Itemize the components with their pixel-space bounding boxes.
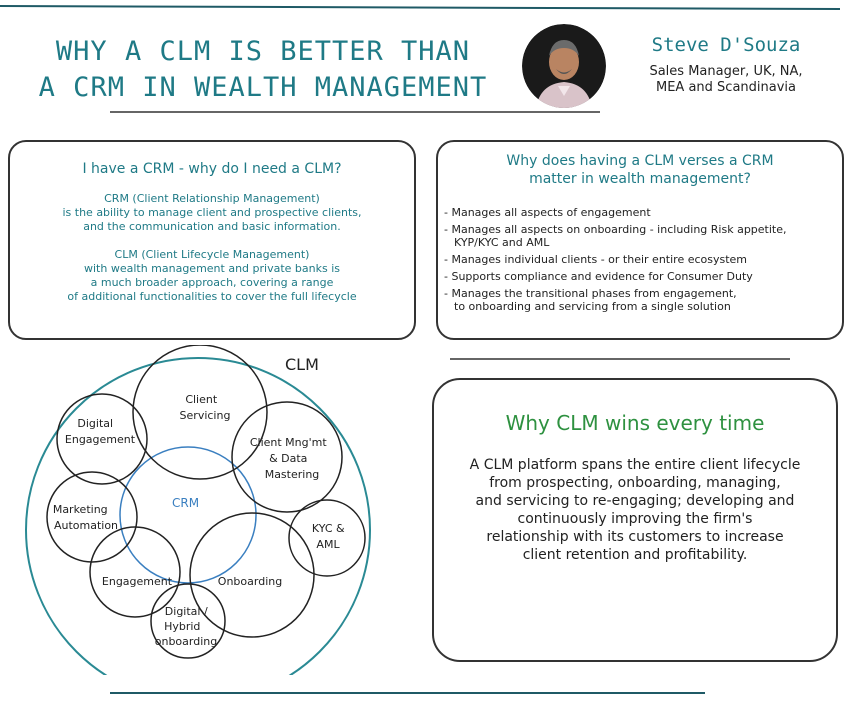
- bottom-rule: [110, 692, 705, 694]
- digital-engagement-circle: [56, 393, 148, 485]
- page-title-line1: WHY A CLM IS BETTER THAN: [55, 36, 471, 67]
- clm-definition: CLM (Client Lifecycle Management) with w…: [20, 248, 404, 304]
- crm-line: and the communication and basic informat…: [83, 220, 341, 233]
- engagement-label: Engagement: [102, 575, 173, 588]
- page-title-line2: A CRM IN WEALTH MANAGEMENT: [38, 72, 488, 103]
- clm-wins-line: from prospecting, onboarding, managing,: [489, 475, 781, 491]
- author-avatar: [522, 24, 606, 108]
- list-item: - Manages all aspects of engagement: [444, 206, 651, 219]
- client-mngmt-circle: [231, 401, 343, 513]
- list-item: - Manages all aspects on onboarding - in…: [444, 223, 787, 236]
- clm-outer-label: CLM: [285, 355, 319, 374]
- crm-circle: [119, 446, 257, 584]
- why-matters-heading-line2: matter in wealth management?: [529, 171, 751, 187]
- clm-wins-box: Why CLM wins every time A CLM platform s…: [432, 378, 838, 662]
- clm-wins-line: A CLM platform spans the entire client l…: [469, 457, 801, 473]
- list-item: - Manages the transitional phases from e…: [444, 287, 737, 300]
- client-mngmt-label: Client Mng'mt & Data Mastering: [250, 436, 330, 481]
- kyc-aml-circle: [288, 499, 366, 577]
- clm-line: a much broader approach, covering a rang…: [90, 276, 334, 289]
- marketing-automation-label: Marketing Automation: [53, 503, 118, 532]
- client-servicing-circle: [132, 345, 268, 480]
- crm-line: is the ability to manage client and pros…: [62, 206, 362, 219]
- clm-outer-circle: [25, 357, 371, 675]
- mid-right-rule: [450, 358, 790, 360]
- author-role: Sales Manager, UK, NA, MEA and Scandinav…: [610, 64, 842, 96]
- why-matters-list: - Manages all aspects of engagement - Ma…: [444, 206, 842, 313]
- why-matters-heading: Why does having a CLM verses a CRM matte…: [438, 152, 842, 188]
- client-servicing-label: Client Servicing: [180, 393, 231, 422]
- list-item: KYP/KYC and AML: [454, 236, 550, 249]
- why-matters-box: Why does having a CLM verses a CRM matte…: [436, 140, 844, 340]
- clm-wins-heading: Why CLM wins every time: [505, 411, 765, 435]
- title-underline: [110, 111, 600, 113]
- author-role-line1: Sales Manager, UK, NA,: [649, 64, 803, 79]
- author-role-line2: MEA and Scandinavia: [656, 80, 796, 95]
- crm-line: CRM (Client Relationship Management): [104, 192, 320, 205]
- clm-wins-line: relationship with its customers to incre…: [486, 529, 784, 545]
- clm-line: CLM (Client Lifecycle Management): [114, 248, 310, 261]
- marketing-automation-circle: [46, 471, 138, 563]
- onboarding-circle: [189, 512, 315, 638]
- kyc-aml-label: KYC & AML: [312, 522, 348, 551]
- crm-vs-clm-box: I have a CRM - why do I need a CLM? CRM …: [8, 140, 416, 340]
- clm-line: of additional functionalities to cover t…: [67, 290, 357, 303]
- list-item: to onboarding and servicing from a singl…: [454, 300, 731, 313]
- digital-hybrid-circle: [150, 583, 226, 659]
- why-matters-heading-line1: Why does having a CLM verses a CRM: [506, 153, 774, 169]
- crm-definition: CRM (Client Relationship Management) is …: [20, 192, 404, 234]
- list-item: - Supports compliance and evidence for C…: [444, 270, 753, 283]
- page-title: WHY A CLM IS BETTER THAN A CRM IN WEALTH…: [8, 34, 518, 106]
- clm-line: with wealth management and private banks…: [83, 262, 341, 275]
- top-rule: [0, 5, 841, 10]
- digital-engagement-label: Digital Engagement: [65, 417, 136, 446]
- clm-wins-line: client retention and profitability.: [522, 547, 748, 563]
- digital-hybrid-label: Digital / Hybrid onboarding: [155, 605, 217, 648]
- clm-venn-diagram: CLM CRM Client Servicing Digital Engagem…: [25, 345, 371, 675]
- engagement-circle: [89, 526, 181, 618]
- onboarding-label: Onboarding: [218, 575, 282, 588]
- clm-wins-line: and servicing to re-engaging; developing…: [475, 493, 795, 509]
- crm-label: CRM: [172, 496, 199, 510]
- clm-wins-body: A CLM platform spans the entire client l…: [446, 456, 824, 564]
- crm-vs-clm-heading: I have a CRM - why do I need a CLM?: [82, 161, 342, 177]
- author-name: Steve D'Souza: [651, 34, 801, 56]
- list-item: - Manages individual clients - or their …: [444, 253, 748, 266]
- clm-wins-line: continuously improving the firm's: [517, 511, 753, 527]
